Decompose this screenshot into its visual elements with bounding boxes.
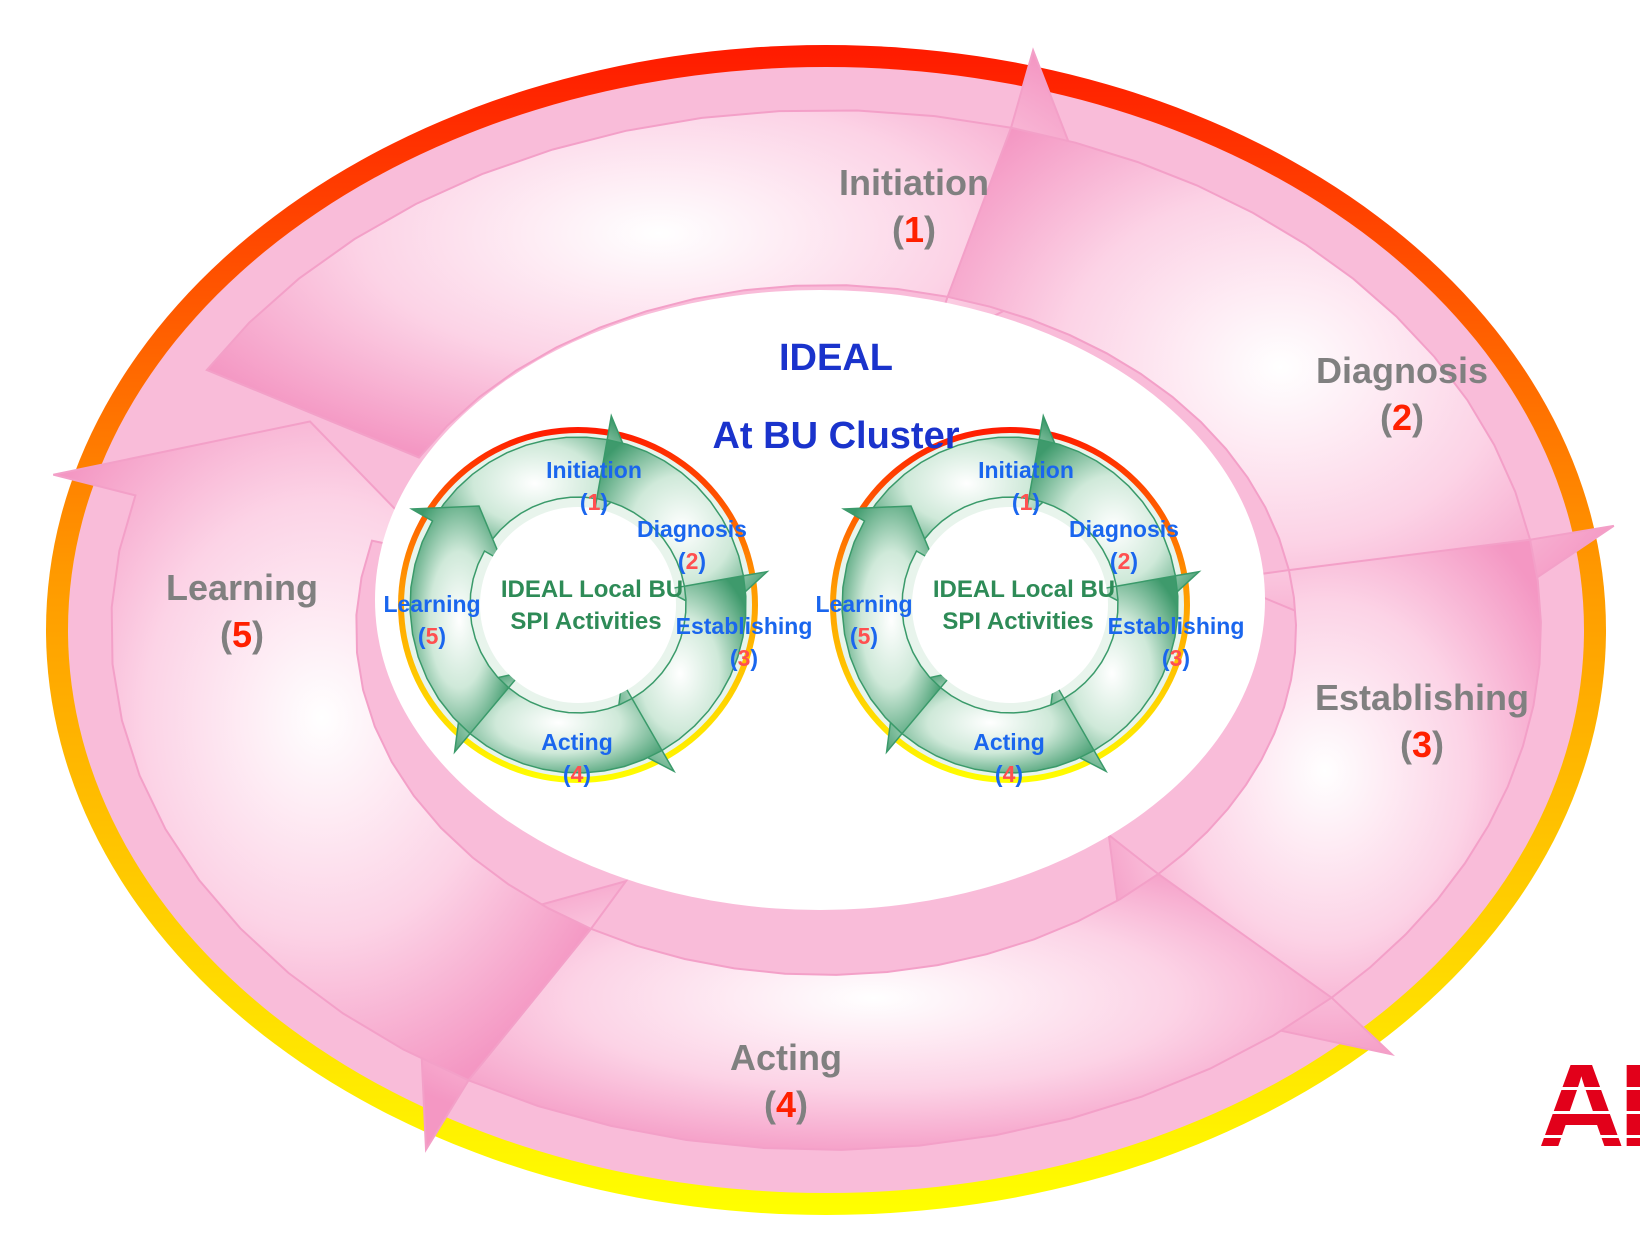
outer-stage-diagnosis: Diagnosis xyxy=(1316,350,1488,391)
inner-cycle-1: IDEAL Local BU SPI Activities Initiation (1… xyxy=(383,413,813,787)
outer-cycle-labels: Initiation (1) Diagnosis (2) Establishing (3)… xyxy=(166,162,1529,1125)
inner-stage-diagnosis: Diagnosis xyxy=(637,516,747,542)
inner-stage-number-diagnosis: (2) xyxy=(678,548,706,574)
inner-stage-establishing: Establishing xyxy=(1108,613,1245,639)
inner-center-line2: SPI Activities xyxy=(942,608,1093,635)
inner-cycle-2: IDEAL Local BU SPI Activities Initiation (1… xyxy=(815,413,1245,787)
inner-stage-number-learning: (5) xyxy=(850,623,878,649)
inner-ring-hole xyxy=(480,507,676,703)
center-title: IDEAL xyxy=(779,337,893,379)
inner-stage-learning: Learning xyxy=(383,591,480,617)
inner-stage-initiation: Initiation xyxy=(546,457,642,483)
inner-stage-number-initiation: (1) xyxy=(1012,489,1040,515)
inner-stage-number-initiation: (1) xyxy=(580,489,608,515)
inner-center-line1: IDEAL Local BU xyxy=(933,576,1115,603)
inner-stage-number-establishing: (3) xyxy=(1162,645,1190,671)
inner-stage-learning: Learning xyxy=(815,591,912,617)
inner-stage-initiation: Initiation xyxy=(978,457,1074,483)
inner-stage-number-acting: (4) xyxy=(563,761,591,787)
inner-ring-hole xyxy=(912,507,1108,703)
inner-arrow-learning xyxy=(841,505,942,735)
inner-cycles: IDEAL Local BU SPI Activities Initiation (1… xyxy=(383,413,1245,787)
outer-cycle-arrows xyxy=(53,47,1615,1153)
center-subtitle: At BU Cluster xyxy=(712,415,959,457)
outer-stage-number-establishing: (3) xyxy=(1400,724,1444,765)
inner-center-line2: SPI Activities xyxy=(510,608,661,635)
outer-stage-initiation: Initiation xyxy=(839,162,989,203)
outer-stage-number-initiation: (1) xyxy=(892,209,936,250)
inner-stage-number-establishing: (3) xyxy=(730,645,758,671)
inner-stage-acting: Acting xyxy=(973,729,1045,755)
inner-stage-diagnosis: Diagnosis xyxy=(1069,516,1179,542)
outer-stage-establishing: Establishing xyxy=(1315,677,1529,718)
outer-arrow-learning xyxy=(53,420,593,1082)
inner-stage-number-learning: (5) xyxy=(418,623,446,649)
outer-stage-learning: Learning xyxy=(166,567,318,608)
inner-stage-number-diagnosis: (2) xyxy=(1110,548,1138,574)
inner-stage-number-acting: (4) xyxy=(995,761,1023,787)
inner-center-line1: IDEAL Local BU xyxy=(501,576,683,603)
outer-stage-number-acting: (4) xyxy=(764,1084,808,1125)
abb-logo: ABB xyxy=(1538,1065,1640,1157)
inner-stage-establishing: Establishing xyxy=(676,613,813,639)
inner-arrow-learning xyxy=(409,505,510,735)
outer-stage-number-diagnosis: (2) xyxy=(1380,397,1424,438)
outer-stage-number-learning: (5) xyxy=(220,614,264,655)
inner-stage-acting: Acting xyxy=(541,729,613,755)
outer-stage-acting: Acting xyxy=(730,1037,842,1078)
